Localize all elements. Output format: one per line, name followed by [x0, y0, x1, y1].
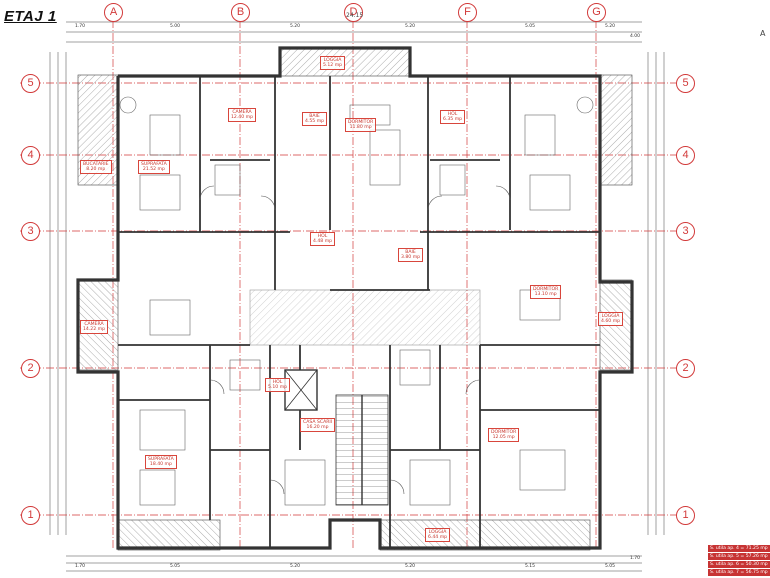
interior-walls: [118, 76, 600, 548]
legend-row: S. utila ap. 7 = 56.75 mp: [708, 569, 770, 576]
legend-row: S. utila ap. 6 = 50.30 mp: [708, 561, 770, 568]
dimension-label-bottom: 5.15: [525, 564, 536, 569]
dimension-lines-bottom: [66, 555, 642, 572]
dimension-label-top: 5.05: [525, 24, 536, 29]
dimension-label-top: 5.20: [605, 24, 616, 29]
axis-bubble-A-top: A: [104, 3, 123, 22]
axis-bubble-4-right: 4: [676, 146, 695, 165]
svg-text:A: A: [760, 29, 766, 38]
axis-bubble-2-left: 2: [21, 359, 40, 378]
sheet-title: ETAJ 1: [4, 8, 57, 25]
dimension-lines-sides: [49, 52, 665, 535]
stair-core: [284, 369, 389, 506]
axis-bubble-B-top: B: [231, 3, 250, 22]
dimension-label-bottom: 1.70: [630, 556, 641, 561]
exterior-walls: [76, 46, 634, 550]
furniture-outlines: [119, 96, 594, 506]
axis-bubble-2-right: 2: [676, 359, 695, 378]
axis-bubble-F-top: F: [458, 3, 477, 22]
dimension-label-top: 5.00: [170, 24, 181, 29]
axis-bubble-D-top: D: [344, 3, 363, 22]
dimension-label-top: 4.00: [630, 34, 641, 39]
dimension-label-top: 5.20: [290, 24, 301, 29]
axis-bubble-5-left: 5: [21, 74, 40, 93]
dimension-label-bottom: 1.70: [75, 564, 86, 569]
dimension-label-bottom: 5.20: [290, 564, 301, 569]
axis-bubble-3-right: 3: [676, 222, 695, 241]
dimension-label-bottom: 5.05: [170, 564, 181, 569]
dimension-label-bottom: 5.20: [405, 564, 416, 569]
axis-bubble-G-top: G: [587, 3, 606, 22]
axis-bubble-3-left: 3: [21, 222, 40, 241]
dimension-label-top: 1.70: [75, 24, 86, 29]
axis-bubble-5-right: 5: [676, 74, 695, 93]
row-gridlines: [20, 82, 690, 516]
dimension-lines-top: [66, 21, 642, 43]
dimension-label-bottom: 5.05: [605, 564, 616, 569]
axis-bubble-1-left: 1: [21, 506, 40, 525]
top-level-marker: 24.15: [346, 12, 364, 19]
axis-bubble-4-left: 4: [21, 146, 40, 165]
dimension-label-top: 5.20: [405, 24, 416, 29]
axis-bubble-1-right: 1: [676, 506, 695, 525]
area-legend: S. utila ap. 4 = 71.25 mp S. utila ap. 5…: [708, 545, 770, 578]
legend-row: S. utila ap. 5 = 57.26 mp: [708, 553, 770, 560]
door-swings: [199, 185, 511, 495]
north-corner-mark: A: [760, 29, 766, 38]
legend-row: S. utila ap. 4 = 71.25 mp: [708, 545, 770, 552]
